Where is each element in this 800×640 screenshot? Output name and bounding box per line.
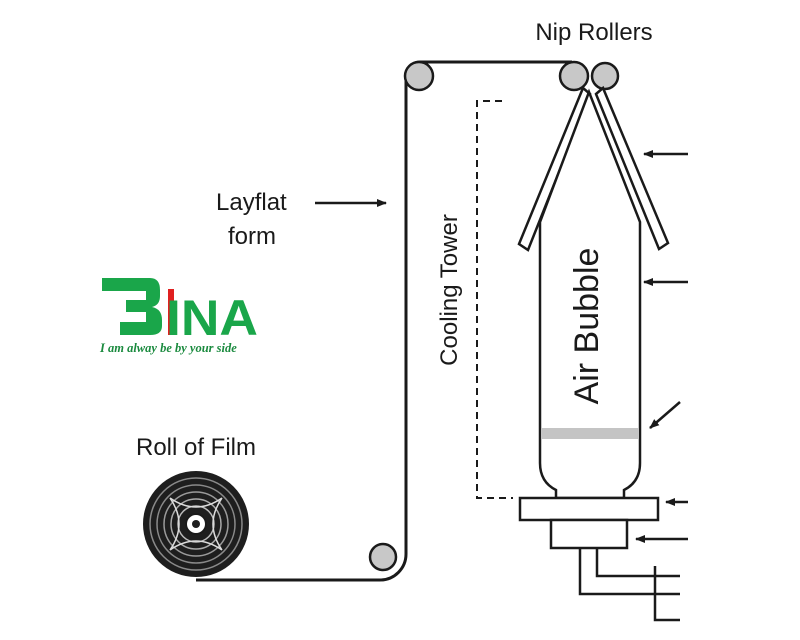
logo-letters: INA [166,290,258,346]
bina-logo: INA I am alway be by your side [99,278,258,355]
extruder-feed-lines [578,548,680,622]
nip-roller-right [590,61,620,91]
air-ring [518,496,660,522]
label-roll-of-film: Roll of Film [136,434,256,461]
cooling-tower-outline [476,100,513,499]
die-head [549,518,629,550]
logo-red-bar [168,289,174,335]
top-guide-roller [403,60,435,92]
arrow-frost-line [649,401,681,429]
logo-b-shape [102,278,162,335]
label-nip-rollers: Nip Rollers [535,19,652,46]
label-layflat: Layflat [216,189,287,216]
nip-roller-left [558,60,590,92]
label-layflat-form: form [228,223,276,250]
film-roll [143,471,249,577]
film-web-wrap [379,60,421,582]
bottom-guide-roller [368,542,398,572]
logo-tagline: I am alway be by your side [99,341,237,355]
process-arrows [315,150,688,543]
label-cooling-tower: Cooling Tower [436,214,463,366]
film-web-path [196,60,572,582]
label-air-bubble: Air Bubble [568,248,606,405]
die-assembly [518,496,660,550]
frost-line-band [541,428,639,439]
